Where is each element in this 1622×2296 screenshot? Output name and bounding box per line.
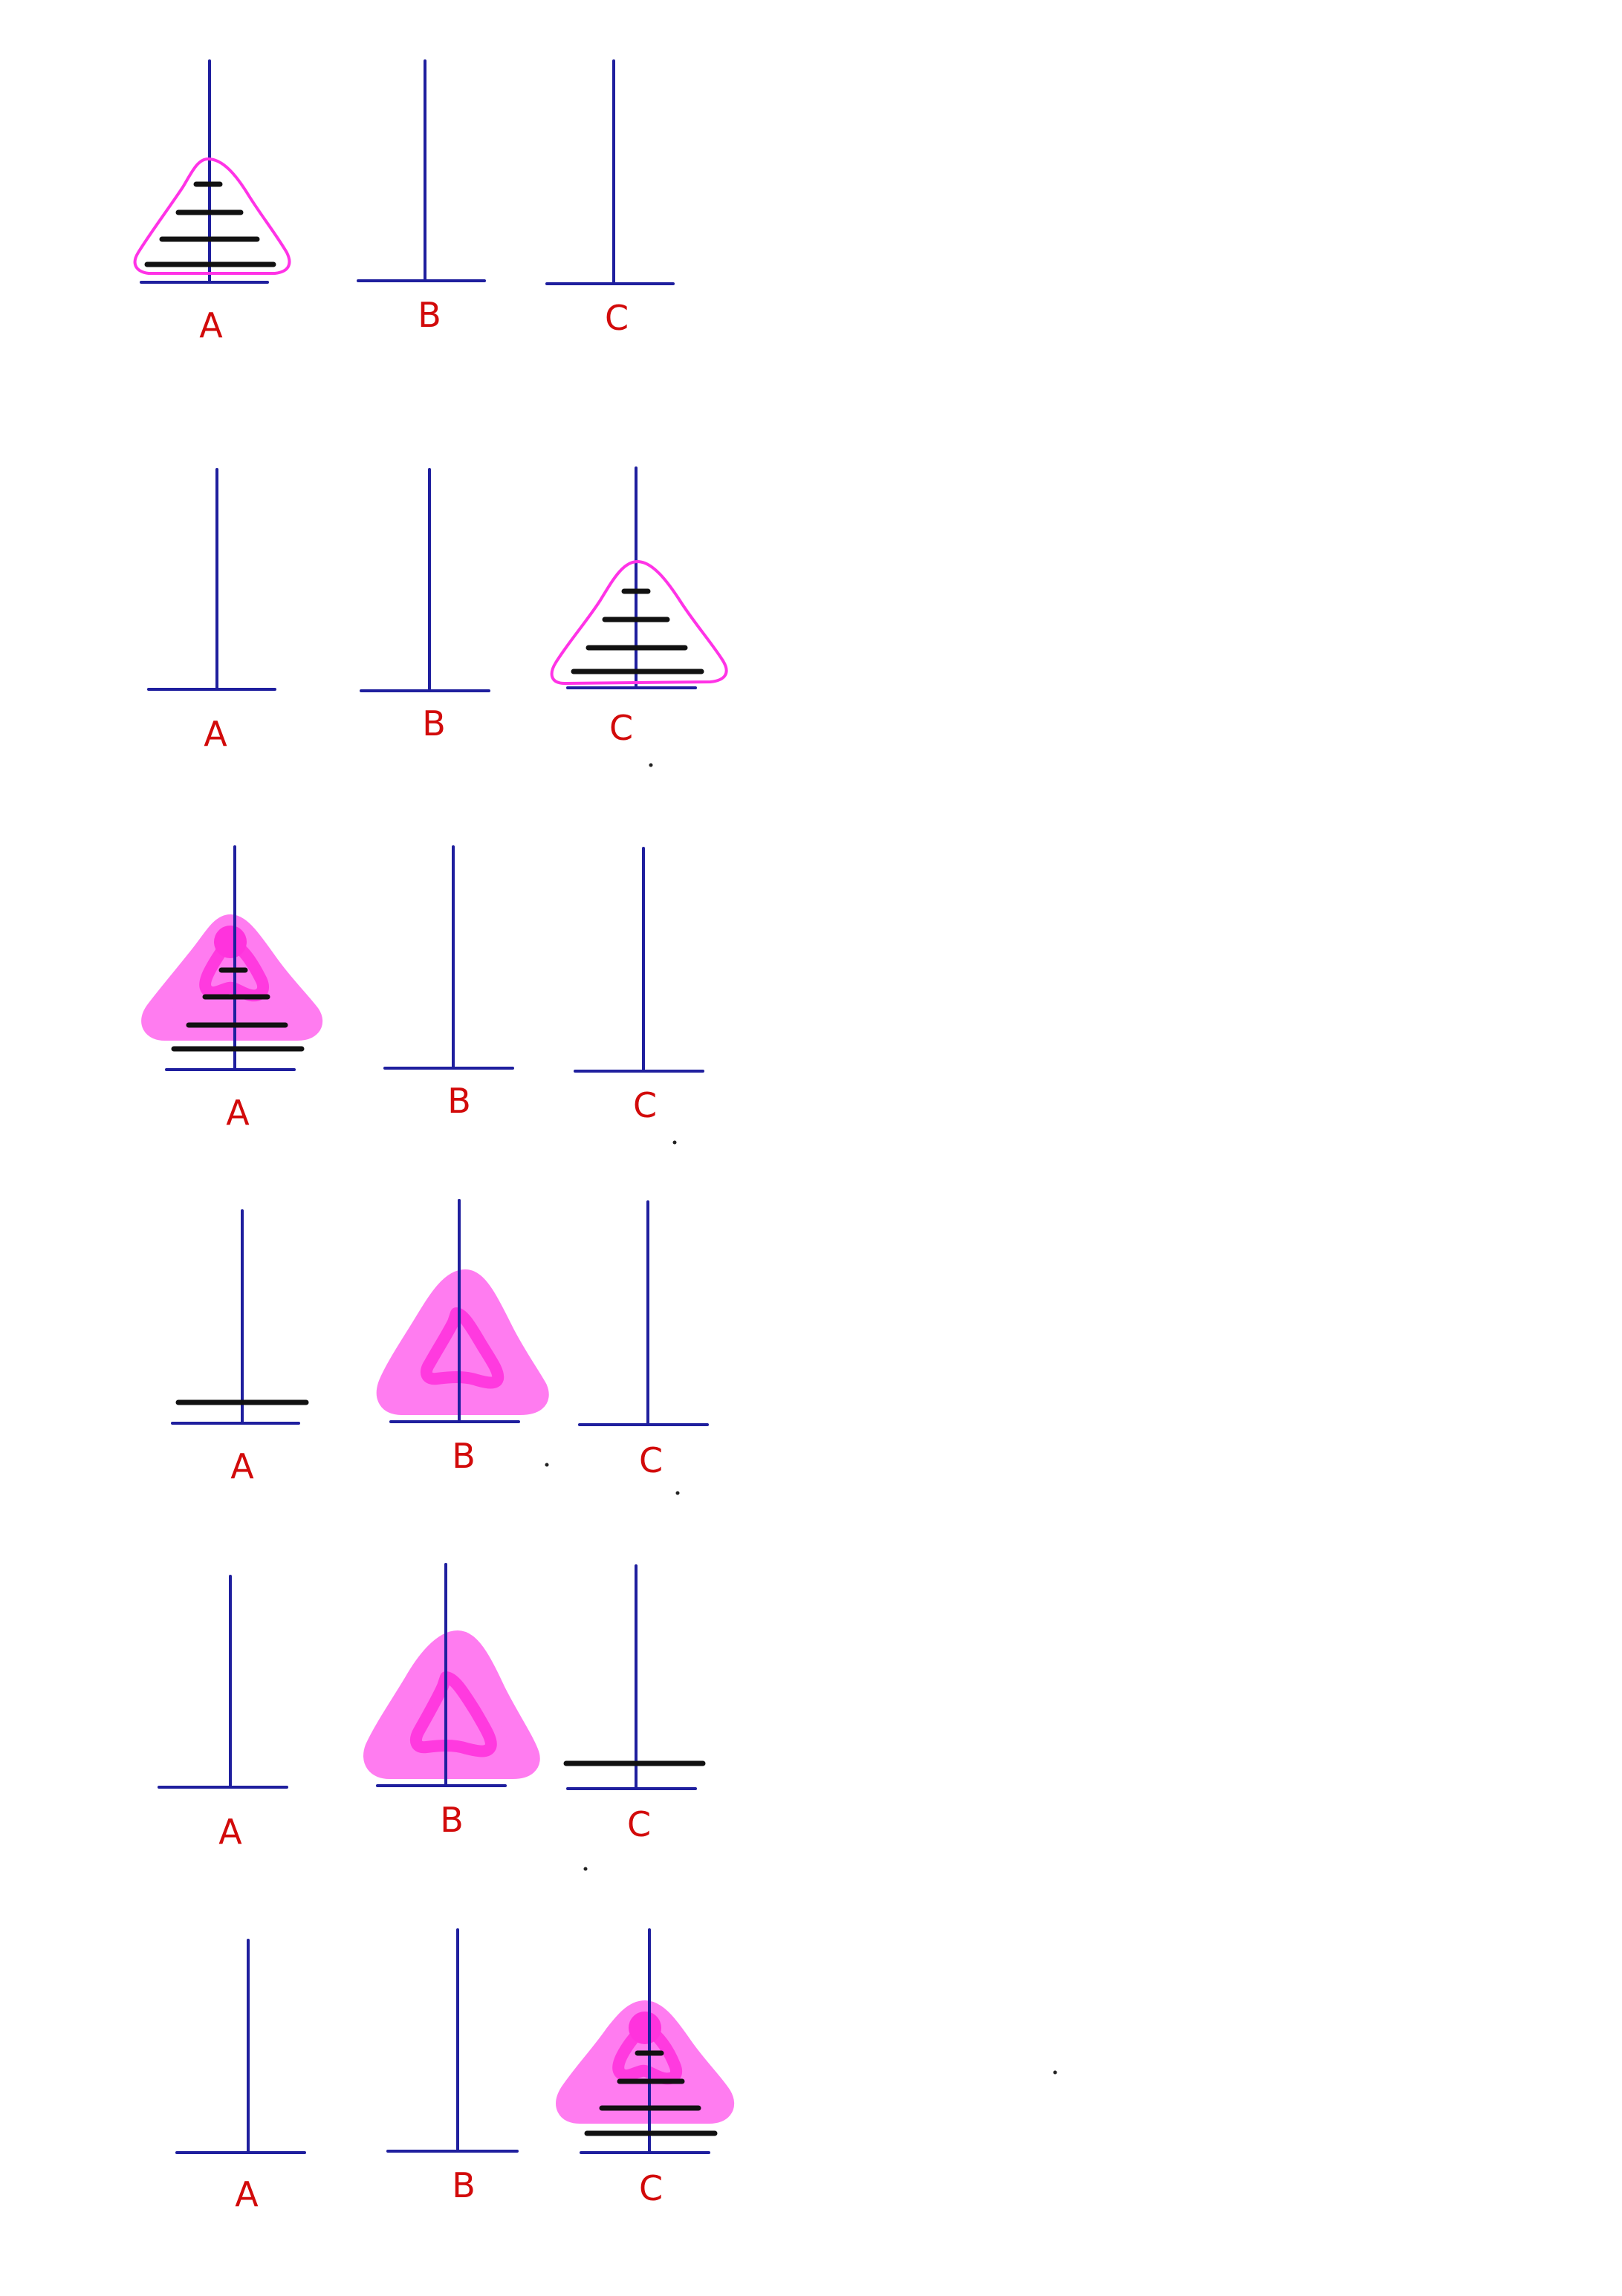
peg-label-b: B <box>447 1081 471 1121</box>
group-highlight-dot <box>629 2012 661 2044</box>
stray-dot <box>583 1867 588 1871</box>
group-highlight <box>141 914 322 1041</box>
stage-1: A B C <box>133 59 675 345</box>
group-highlight-dot <box>214 926 247 958</box>
group-highlight <box>376 1269 549 1415</box>
peg-label-a: A <box>199 305 223 345</box>
peg-label-a: A <box>204 714 227 754</box>
peg-label-b: B <box>452 1436 476 1476</box>
peg-label-a: A <box>235 2174 259 2214</box>
peg-label-b: B <box>452 2165 476 2205</box>
peg-label-c: C <box>633 1085 657 1125</box>
stage-5: A B C <box>158 1563 706 1871</box>
stray-dot <box>1053 2070 1057 2075</box>
group-outline <box>133 157 291 275</box>
stray-dot <box>672 1140 677 1145</box>
group-outline <box>550 560 728 685</box>
group-highlight <box>556 2000 735 2124</box>
peg-label-a: A <box>226 1093 250 1133</box>
peg-label-b: B <box>418 295 441 335</box>
peg-label-c: C <box>639 2168 663 2208</box>
group-highlight-inner <box>199 937 269 1002</box>
peg-label-b: B <box>422 703 446 744</box>
peg-label-c: C <box>639 1440 663 1480</box>
stage-6: A B C <box>175 1928 1057 2214</box>
stage-2: A B C <box>147 466 728 767</box>
group-highlight-inner <box>612 2023 682 2085</box>
peg-label-c: C <box>627 1804 651 1844</box>
peg-label-b: B <box>440 1800 464 1840</box>
stray-dot <box>649 763 653 767</box>
stray-dot <box>545 1463 549 1467</box>
peg-label-a: A <box>230 1446 254 1486</box>
stage-3: A B C <box>141 845 704 1145</box>
peg-label-c: C <box>605 298 629 338</box>
group-highlight-inner <box>420 1307 505 1389</box>
peg-label-a: A <box>218 1812 242 1852</box>
group-highlight-inner <box>409 1671 497 1757</box>
stray-dot <box>675 1491 680 1495</box>
stage-4: A B C <box>171 1199 709 1495</box>
peg-label-c: C <box>609 708 633 748</box>
